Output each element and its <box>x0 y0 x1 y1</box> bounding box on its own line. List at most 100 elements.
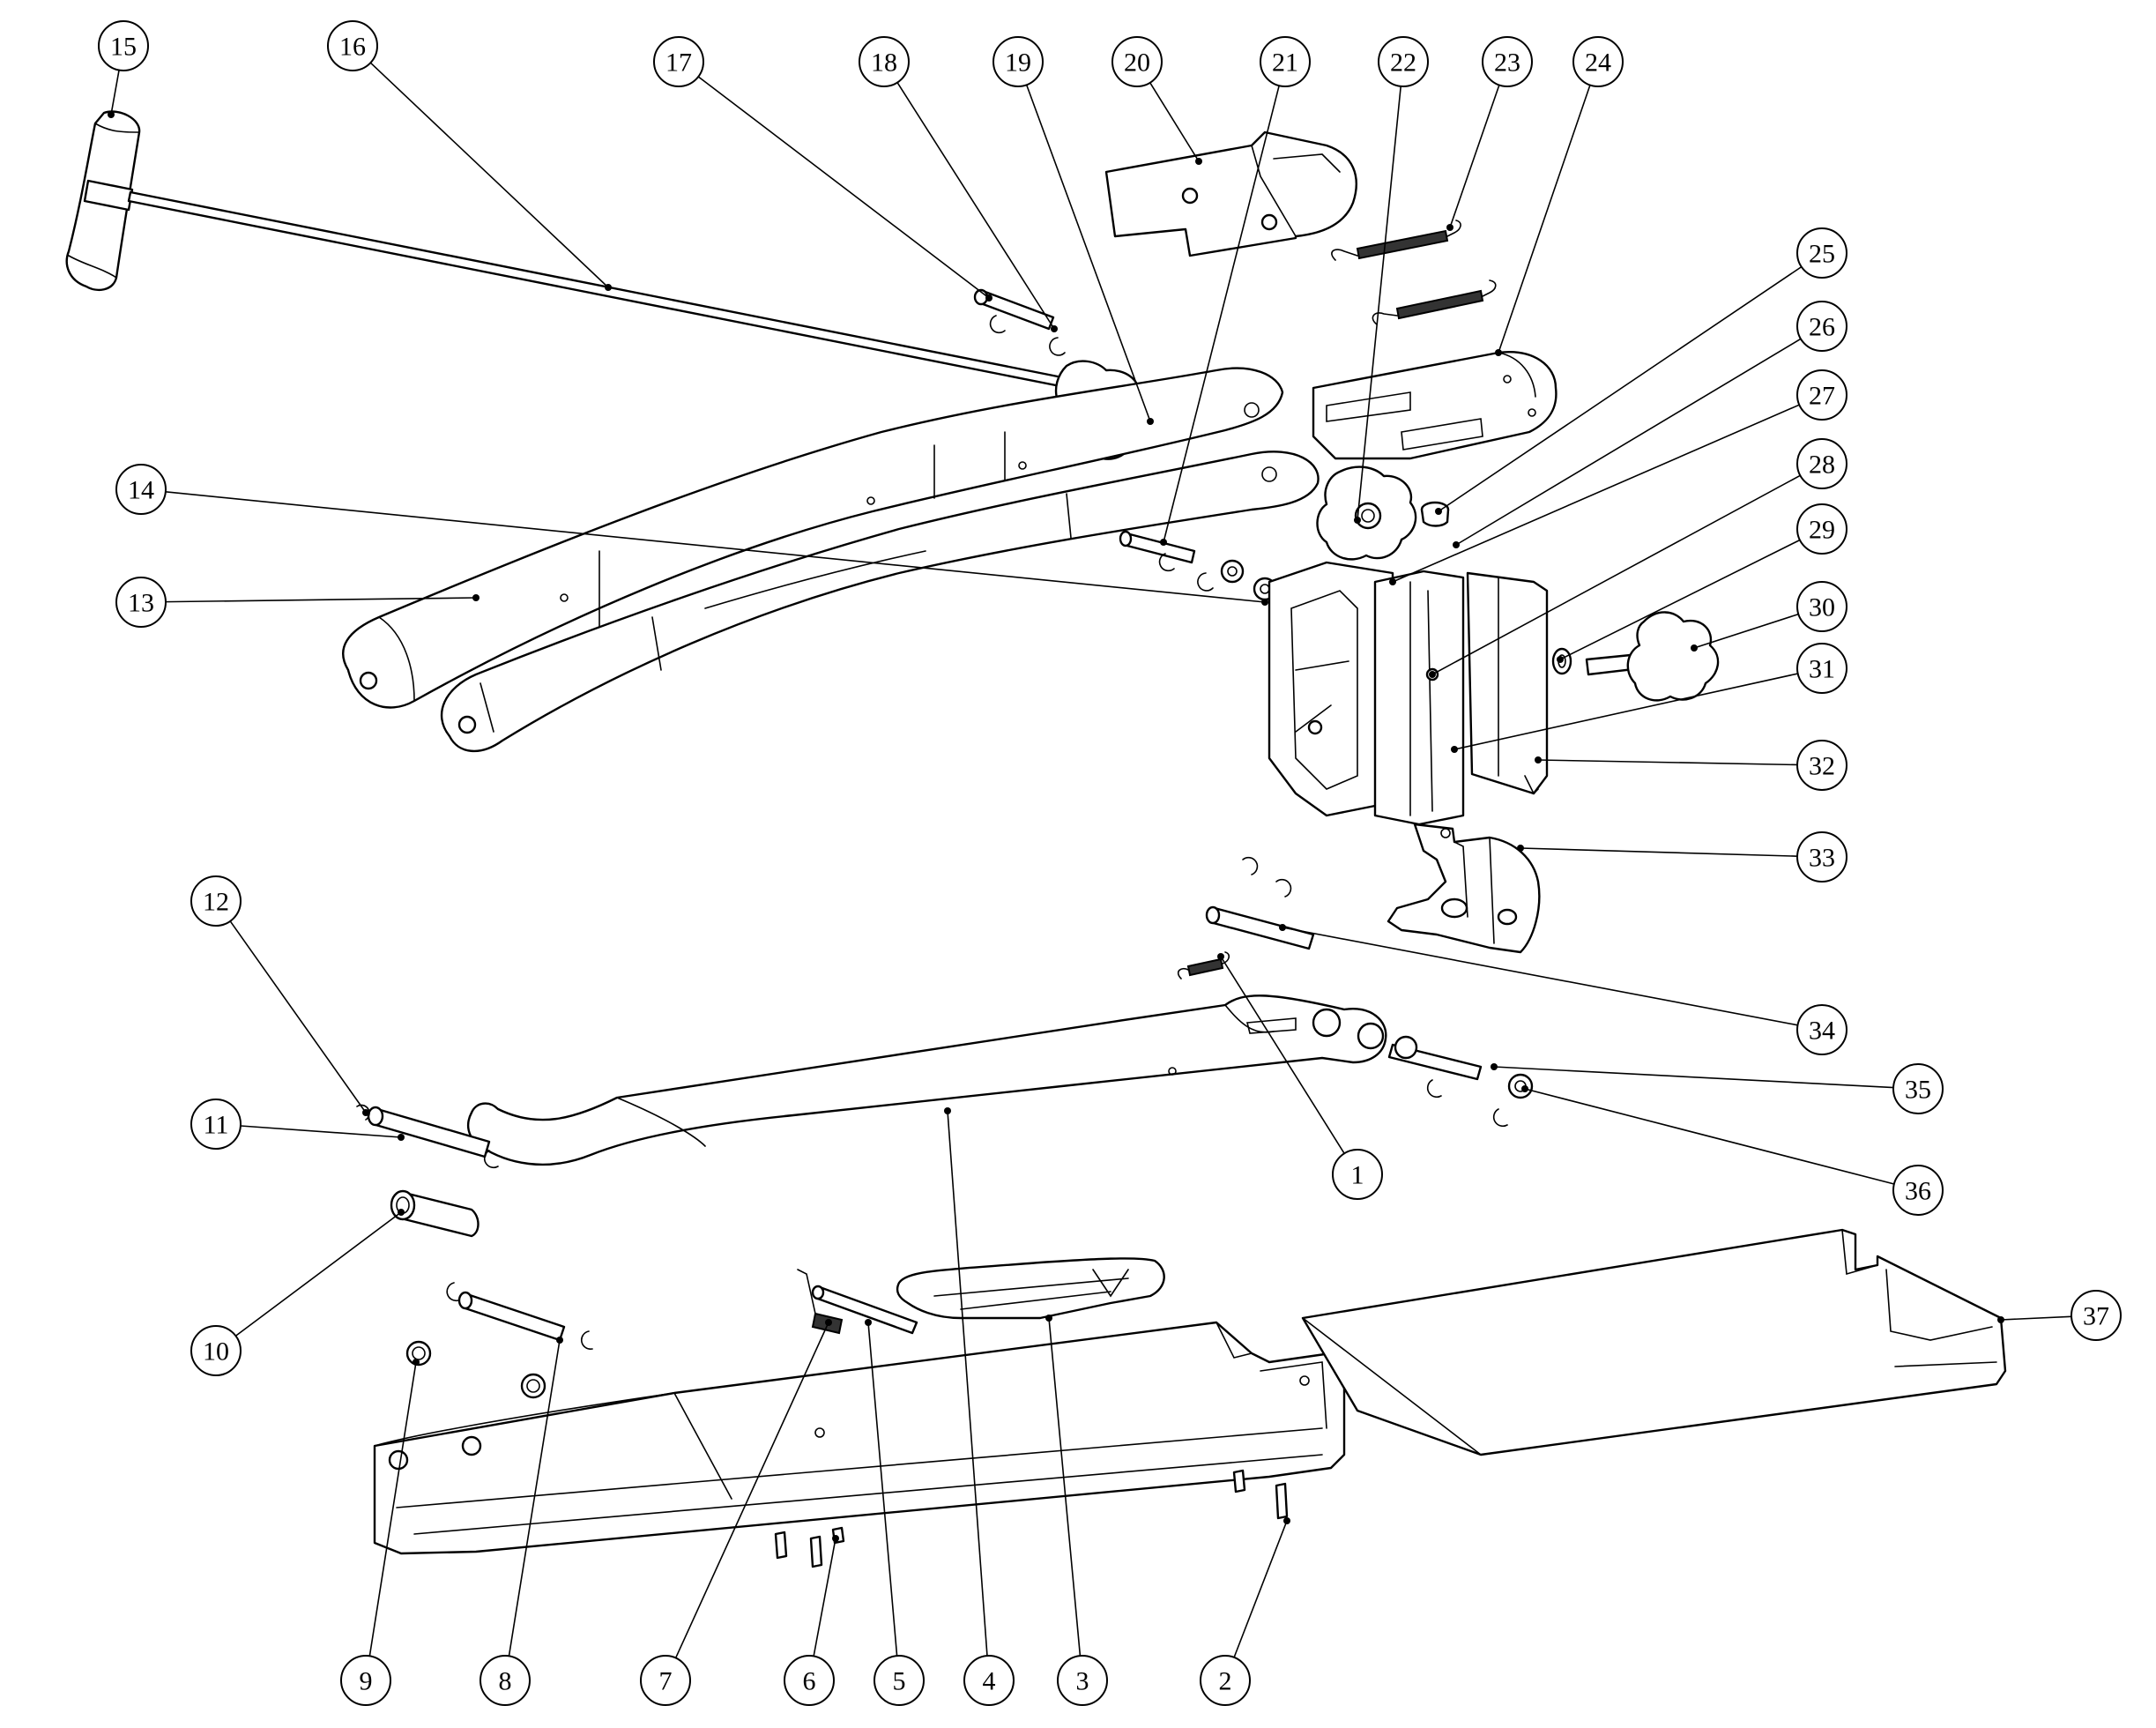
callout-10: 10 <box>190 1209 405 1376</box>
callout-leader-line <box>1233 1520 1288 1658</box>
callout-number: 28 <box>1809 451 1835 480</box>
part-33-bracket <box>1387 823 1541 954</box>
callout-anchor-dot <box>1217 953 1224 960</box>
part-14-lower-lever-arm <box>440 451 1320 753</box>
part-36-washer-and-clip <box>1492 1073 1534 1128</box>
callout-anchor-dot <box>825 1319 832 1326</box>
callout-31: 31 <box>1451 643 1847 753</box>
callout-leader-line <box>229 920 367 1114</box>
callout-circle <box>1796 438 1847 489</box>
callout-leader-line <box>1163 85 1280 543</box>
part-base-housing <box>373 1321 1346 1568</box>
callout-number: 14 <box>128 476 154 505</box>
part-3-pedal <box>896 1257 1165 1320</box>
part-16-long-rod <box>127 190 1082 391</box>
callout-circle <box>1378 36 1429 87</box>
callout-number: 19 <box>1005 48 1031 78</box>
callout-leader-line <box>896 82 1055 330</box>
callout-circle <box>480 1655 531 1706</box>
part-9-washers <box>405 1340 546 1399</box>
callout-number: 13 <box>128 589 154 618</box>
callout-number: 18 <box>871 48 897 78</box>
part-31-clamp-body <box>1268 561 1465 826</box>
callout-number: 7 <box>659 1667 673 1696</box>
callout-anchor-dot <box>1051 325 1058 332</box>
callout-14: 14 <box>115 464 1268 606</box>
callout-number: 23 <box>1494 48 1520 78</box>
callout-anchor-dot <box>1997 1316 2004 1323</box>
part-13-upper-lever-arm <box>342 367 1284 709</box>
callout-13: 13 <box>115 577 480 628</box>
callout-3: 3 <box>1045 1315 1108 1706</box>
callout-leader-line <box>1431 474 1801 675</box>
callout-anchor-dot <box>1429 671 1436 678</box>
callout-number: 31 <box>1809 655 1835 684</box>
callout-anchor-dot <box>1446 224 1453 231</box>
callout-anchor-dot <box>1389 578 1396 585</box>
callout-leader-line <box>369 62 609 288</box>
callout-circle <box>963 1655 1015 1706</box>
part-22-knob <box>1316 466 1417 561</box>
callout-21: 21 <box>1160 36 1311 546</box>
callout-number: 10 <box>203 1337 229 1367</box>
part-11-pin-with-clips <box>356 1104 499 1169</box>
part-4-base-lever <box>466 994 1387 1166</box>
callout-number: 1 <box>1351 1161 1364 1190</box>
callout-number: 34 <box>1809 1017 1835 1046</box>
callout-number: 29 <box>1809 516 1835 545</box>
callout-circle <box>640 1655 691 1706</box>
callout-circle <box>190 1325 242 1376</box>
callout-number: 20 <box>1124 48 1150 78</box>
callout-leader-line <box>1220 956 1345 1154</box>
callout-leader-line <box>867 1322 898 1657</box>
callout-leader-line <box>1498 85 1591 354</box>
callout-anchor-dot <box>1283 1517 1290 1524</box>
callout-number: 27 <box>1809 382 1835 411</box>
callout-circle <box>993 36 1044 87</box>
callout-anchor-dot <box>985 294 993 302</box>
callout-6: 6 <box>784 1535 839 1706</box>
callout-7: 7 <box>640 1319 832 1706</box>
callout-leader-line <box>234 1211 402 1337</box>
callout-number: 32 <box>1809 752 1835 781</box>
callout-number: 37 <box>2083 1302 2109 1331</box>
callout-number: 36 <box>1905 1177 1931 1206</box>
callout-leader-line <box>1455 338 1802 546</box>
part-20-clamp-jaw <box>1104 130 1357 257</box>
callout-leader-line <box>1282 927 1798 1026</box>
callout-number: 21 <box>1272 48 1298 78</box>
callout-17: 17 <box>653 36 993 302</box>
callout-4: 4 <box>944 1107 1015 1706</box>
callout-leader-line <box>1048 1317 1082 1657</box>
callout-number: 12 <box>203 888 229 917</box>
callout-number: 22 <box>1390 48 1416 78</box>
callout-leader-line <box>1453 673 1798 750</box>
callout-anchor-dot <box>1517 845 1524 852</box>
callout-circle <box>1200 1655 1251 1706</box>
callout-35: 35 <box>1491 1063 1944 1114</box>
callout-22: 22 <box>1354 36 1429 524</box>
callout-circle <box>1796 227 1847 279</box>
callout-leader-line <box>1520 847 1798 857</box>
callout-number: 2 <box>1219 1667 1232 1696</box>
callout-11: 11 <box>190 1099 405 1150</box>
callout-circle <box>1796 503 1847 555</box>
part-35-pin <box>1387 1035 1483 1099</box>
callout-anchor-dot <box>865 1319 872 1326</box>
callout-anchor-dot <box>944 1107 951 1114</box>
callout-leader-line <box>1025 85 1151 422</box>
part-15-t-handle-grip <box>65 110 141 292</box>
callout-circle <box>1796 369 1847 421</box>
callout-anchor-dot <box>1691 644 1698 652</box>
callout-circle <box>190 875 242 927</box>
callout-33: 33 <box>1517 831 1847 883</box>
callout-circle <box>1892 1063 1944 1114</box>
callout-leader-line <box>1693 613 1799 649</box>
callout-37: 37 <box>1997 1290 2122 1341</box>
callout-leader-line <box>1559 539 1801 660</box>
callout-circle <box>784 1655 835 1706</box>
callout-number: 5 <box>893 1667 906 1696</box>
callout-circle <box>874 1655 925 1706</box>
callout-19: 19 <box>993 36 1154 425</box>
